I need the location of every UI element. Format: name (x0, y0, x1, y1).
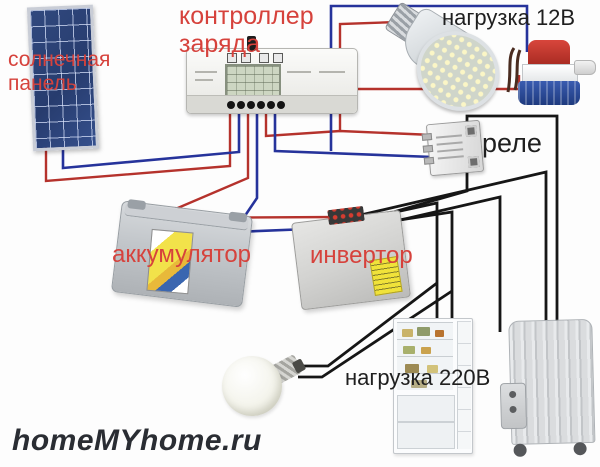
freezer-drawer (397, 395, 455, 422)
relay-screw (465, 125, 478, 137)
pump-wire-2 (513, 49, 522, 91)
relay-screw (467, 155, 480, 168)
controller-print (319, 71, 345, 73)
controller-button (241, 53, 251, 63)
fridge-food (427, 365, 438, 373)
controller-terminal (277, 101, 285, 109)
fridge-food (405, 364, 419, 373)
controller-button (259, 53, 269, 63)
heater-wheel (573, 442, 587, 456)
wire-inverter-heater (351, 170, 548, 321)
load-12v-label: нагрузка 12В (442, 5, 576, 30)
fridge-food (402, 329, 413, 337)
controller-lcd-screen (225, 64, 281, 97)
fridge-food (403, 346, 415, 354)
relay-print (436, 141, 463, 146)
controller-button (227, 53, 237, 63)
controller-print (195, 71, 217, 73)
solar-panel-label: солнечная панель (8, 48, 111, 95)
relay-pin (423, 156, 435, 165)
refrigerator-image (393, 318, 473, 454)
relay-image (421, 119, 485, 177)
pump-cap (528, 40, 570, 68)
pump-wire-1 (506, 47, 516, 93)
fridge-food (421, 347, 431, 354)
bilge-pump-image (500, 38, 596, 108)
wire-battery-positive (151, 106, 250, 221)
pump-outlet (574, 60, 596, 75)
led-bulb-image (222, 348, 307, 418)
pump-base (518, 81, 580, 105)
wire-bulb-1 (296, 281, 438, 368)
controller-print (287, 71, 311, 73)
fridge-open-door (457, 321, 471, 449)
controller-sensor-icon (247, 36, 256, 51)
load-220v-label: нагрузка 220В (345, 365, 491, 390)
charge-controller-image (186, 36, 358, 114)
controller-terminal (237, 101, 245, 109)
heater-knob (509, 405, 517, 414)
heater-knob (509, 390, 517, 399)
relay-label: реле (482, 128, 542, 158)
controller-terminal (227, 101, 235, 109)
fridge-freezer (397, 395, 455, 449)
relay-print (437, 155, 464, 160)
wire-load-negative (273, 106, 434, 159)
wire-load-positive (264, 106, 434, 138)
bulb-globe (222, 356, 282, 416)
inverter-label: инвертор (310, 242, 413, 269)
site-watermark: homeMYhome.ru (12, 424, 262, 457)
controller-terminal (247, 101, 255, 109)
pump-pigtail-wires (506, 47, 522, 93)
relay-print (435, 134, 463, 139)
controller-button (273, 53, 283, 63)
fridge-food (435, 330, 444, 337)
battery-label: аккумулятор (112, 241, 252, 268)
relay-pin (422, 144, 434, 153)
heater-wheel (513, 443, 527, 457)
fridge-food (411, 380, 427, 388)
wire-panel-positive (44, 106, 232, 183)
controller-print (195, 79, 213, 81)
relay-pin (421, 132, 433, 141)
controller-terminal (257, 101, 265, 109)
oil-heater-image (499, 318, 596, 457)
fridge-interior (397, 322, 453, 390)
fridge-food (417, 327, 430, 336)
relay-print (437, 148, 464, 153)
controller-terminal (267, 101, 275, 109)
wire-panel-negative (61, 106, 241, 170)
charge-controller-label: контроллер заряда (179, 2, 314, 58)
freezer-drawer (397, 422, 455, 449)
